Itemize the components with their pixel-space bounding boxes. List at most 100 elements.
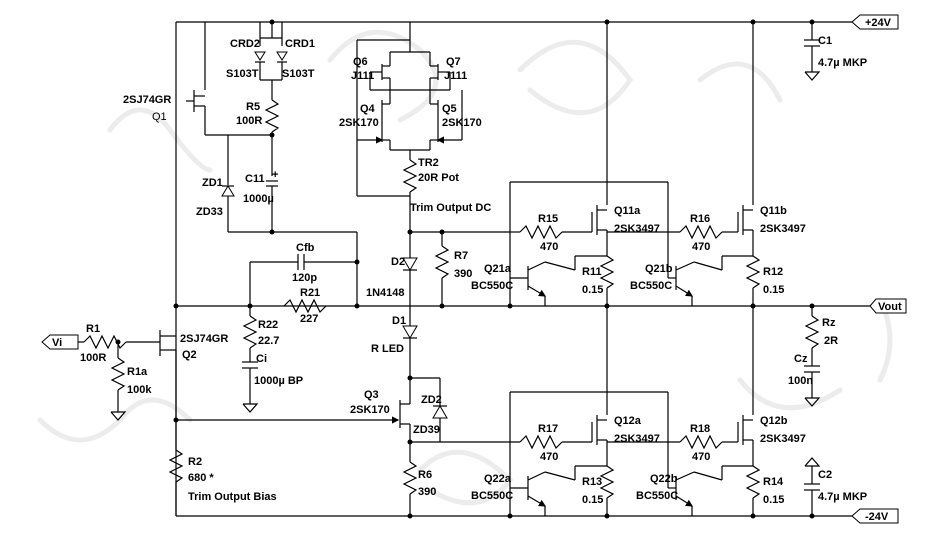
cz-label: Cz 100n [788,353,813,387]
q21b-label: Q21b BC550C [630,263,673,292]
svg-text:Q1: Q1 [152,111,167,123]
output-flag: Vout [869,298,907,314]
svg-text:Q2: Q2 [182,349,197,361]
svg-text:R11: R11 [582,266,602,278]
svg-text:470: 470 [692,451,710,463]
svg-text:Q12a: Q12a [614,415,642,427]
svg-text:120p: 120p [292,272,317,284]
svg-text:Q4: Q4 [360,103,376,115]
r2-label: R2 680 * Trim Output Bias [188,456,277,503]
svg-text:Vi: Vi [52,337,62,349]
svg-text:BC550C: BC550C [471,490,513,502]
svg-text:ZD33: ZD33 [196,206,223,218]
svg-text:R17: R17 [538,423,558,435]
svg-text:TR2: TR2 [418,157,439,169]
svg-text:1000µ: 1000µ [243,193,274,205]
svg-text:Q11b: Q11b [760,205,787,217]
svg-text:0.15: 0.15 [582,284,603,296]
svg-text:R18: R18 [690,423,710,435]
svg-text:2SK3497: 2SK3497 [614,433,660,445]
svg-text:Trim Output Bias: Trim Output Bias [188,491,277,503]
svg-text:R7: R7 [454,250,468,262]
svg-text:ZD1: ZD1 [202,177,223,189]
svg-text:Rz: Rz [822,317,836,329]
zd1-label: ZD1 ZD33 [196,177,223,218]
svg-text:J111: J111 [351,70,374,82]
svg-text:Trim Output DC: Trim Output DC [410,202,491,214]
svg-text:S103T: S103T [226,68,259,80]
svg-text:Q3: Q3 [364,389,379,401]
q12a-label: Q12a 2SK3497 [614,415,660,445]
svg-text:R15: R15 [538,213,558,225]
svg-text:0.15: 0.15 [582,494,603,506]
svg-text:Ci: Ci [256,353,267,365]
svg-text:0.15: 0.15 [763,494,784,506]
svg-text:R6: R6 [418,469,432,481]
q12b-label: Q12b 2SK3497 [760,415,806,445]
rz-label: Rz 2R [822,317,838,347]
svg-text:2SK3497: 2SK3497 [614,223,660,235]
svg-text:R14: R14 [763,476,784,488]
svg-text:CRD2: CRD2 [230,38,260,50]
svg-text:R LED: R LED [371,343,404,355]
svg-text:R21: R21 [300,287,320,299]
svg-text:R2: R2 [188,456,202,468]
svg-text:C1: C1 [818,35,832,47]
r6-label: R6 390 [418,469,436,498]
svg-text:CRD1: CRD1 [285,38,315,50]
q22b-label: Q22b BC550C [636,473,678,502]
q3-label: Q3 2SK170 [350,389,390,416]
svg-text:4.7µ MKP: 4.7µ MKP [818,57,867,69]
svg-text:100k: 100k [127,384,152,396]
d1-label: D1 R LED [371,315,406,355]
svg-text:R12: R12 [763,266,783,278]
svg-text:4.7µ MKP: 4.7µ MKP [818,491,867,503]
svg-text:680 *: 680 * [188,472,214,484]
svg-text:390: 390 [418,486,436,498]
svg-text:+: + [272,169,278,181]
svg-text:1N4148: 1N4148 [366,287,405,299]
r22-label: R22 22.7 [258,319,279,347]
svg-text:S103T: S103T [282,68,315,80]
svg-text:Q21b: Q21b [645,263,673,275]
svg-text:R5: R5 [246,101,260,113]
svg-text:20R Pot: 20R Pot [418,172,459,184]
svg-text:Q5: Q5 [442,103,457,115]
tr2-labels: TR2 20R Pot Trim Output DC [410,157,491,214]
svg-text:100R: 100R [80,352,106,364]
svg-text:R13: R13 [582,476,602,488]
q2-label: 2SJ74GR Q2 [180,333,228,361]
r17-label: R17 470 [538,423,558,463]
svg-text:0.15: 0.15 [763,284,784,296]
svg-text:J111: J111 [444,70,467,82]
svg-text:BC550C: BC550C [630,280,672,292]
r14-label: R14 0.15 [763,476,784,506]
svg-text:Q11a: Q11a [614,205,641,217]
svg-text:2R: 2R [824,335,838,347]
zd2-label: ZD2 ZD39 [413,394,442,436]
r11-label: R11 0.15 [582,266,603,296]
svg-text:BC550C: BC550C [471,280,513,292]
svg-text:Q22b: Q22b [650,473,678,485]
r12-label: R12 0.15 [763,266,784,296]
svg-text:Q12b: Q12b [760,415,788,427]
neg-rail-flag: -24V [851,508,899,524]
svg-text:2SJ74GR: 2SJ74GR [123,94,171,106]
svg-text:Q6: Q6 [353,56,368,68]
svg-text:D2: D2 [391,256,405,268]
svg-text:C11: C11 [245,173,265,185]
svg-text:Cz: Cz [794,353,808,365]
svg-text:227: 227 [300,313,318,325]
svg-text:ZD39: ZD39 [413,424,440,436]
pos-rail-flag: +24V [851,14,899,30]
svg-text:Vout: Vout [878,301,902,313]
svg-text:D1: D1 [392,315,406,327]
ci-label: Ci 1000µ BP [254,353,303,387]
svg-text:ZD2: ZD2 [421,394,442,406]
svg-text:2SK3497: 2SK3497 [760,223,806,235]
r16-label: R16 470 [690,213,710,253]
c11-label: C11 + 1000µ [243,169,278,205]
cfb-label: Cfb 120p [292,242,317,284]
svg-text:Q21a: Q21a [484,263,512,275]
q4-q5-labels: Q4 2SK170 Q5 2SK170 [339,103,482,129]
